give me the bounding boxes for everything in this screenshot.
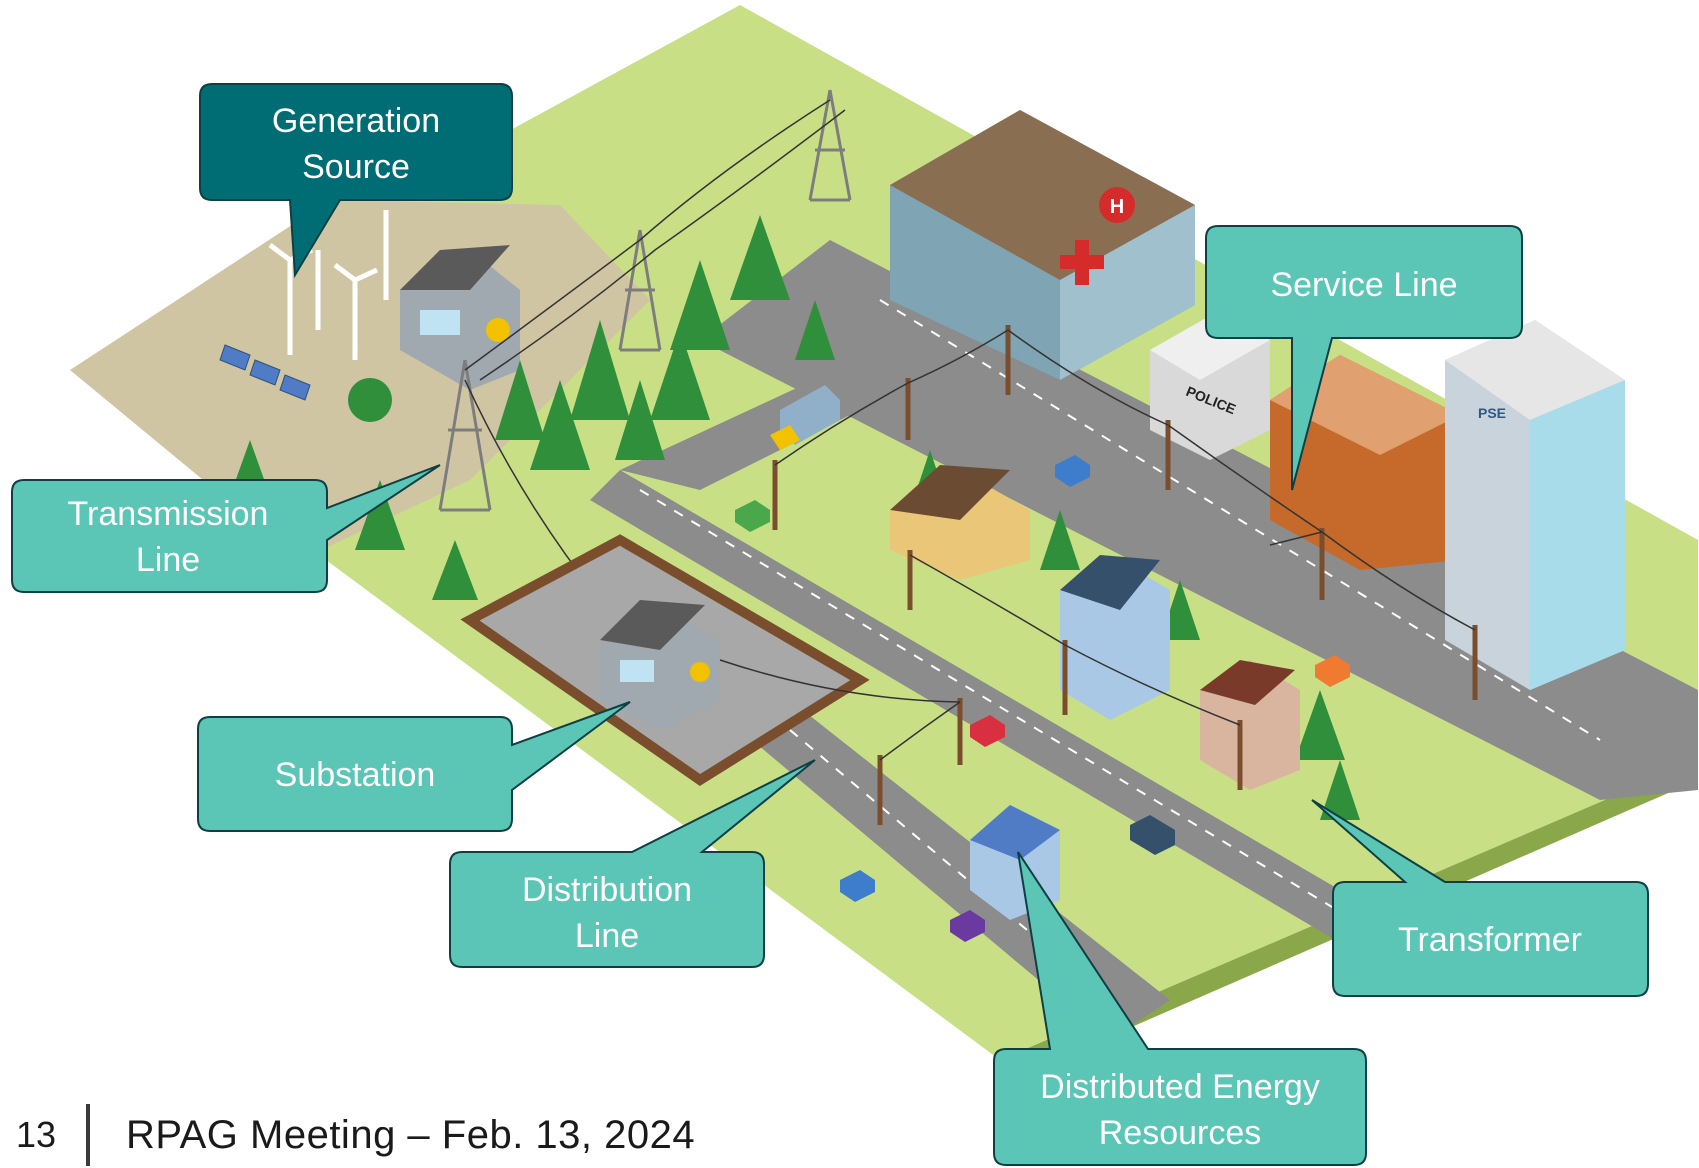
substation-area — [460, 534, 870, 786]
meeting-title: RPAG Meeting – Feb. 13, 2024 — [126, 1112, 696, 1157]
substation-label: Substation — [275, 756, 436, 794]
hospital-helipad-label: H — [1110, 196, 1124, 218]
distribution-wires — [719, 329, 1476, 761]
footer-divider — [86, 1104, 90, 1166]
slide-footer: 13 RPAG Meeting – Feb. 13, 2024 — [0, 1104, 696, 1166]
hospital-building: H — [890, 110, 1195, 380]
callout-service-line: Service Line — [1205, 225, 1523, 491]
callout-distributed-energy-resources: Distributed Energy Resources — [993, 851, 1367, 1166]
transformer-label: Transformer — [1398, 921, 1582, 959]
generation-source-label-2: Source — [302, 148, 410, 186]
transmission-towers — [438, 89, 852, 512]
callout-generation-source: Generation Source — [199, 83, 513, 279]
callout-distribution-line: Distribution Line — [449, 759, 816, 968]
callout-substation: Substation — [197, 701, 631, 832]
utility-poles — [772, 325, 1478, 825]
transmission-line-label-2: Line — [136, 541, 200, 579]
generation-plant — [400, 245, 520, 390]
distribution-line-label-1: Distribution — [522, 871, 692, 909]
callout-transformer: Transformer — [1311, 799, 1649, 997]
transmission-line-label-1: Transmission — [68, 495, 269, 533]
slide-number: 13 — [15, 1114, 56, 1155]
utility-logo: PSE — [1478, 405, 1506, 421]
vehicles — [735, 385, 1350, 942]
houses — [890, 465, 1300, 920]
generation-source-label-1: Generation — [272, 102, 440, 140]
service-line-label: Service Line — [1270, 266, 1457, 304]
callout-transmission-line: Transmission Line — [11, 464, 441, 593]
solar-panels — [219, 344, 311, 401]
der-label-2: Resources — [1099, 1114, 1262, 1152]
distribution-line-label-2: Line — [575, 917, 639, 955]
der-label-1: Distributed Energy — [1040, 1068, 1320, 1106]
utility-tower: PSE — [1445, 320, 1625, 690]
